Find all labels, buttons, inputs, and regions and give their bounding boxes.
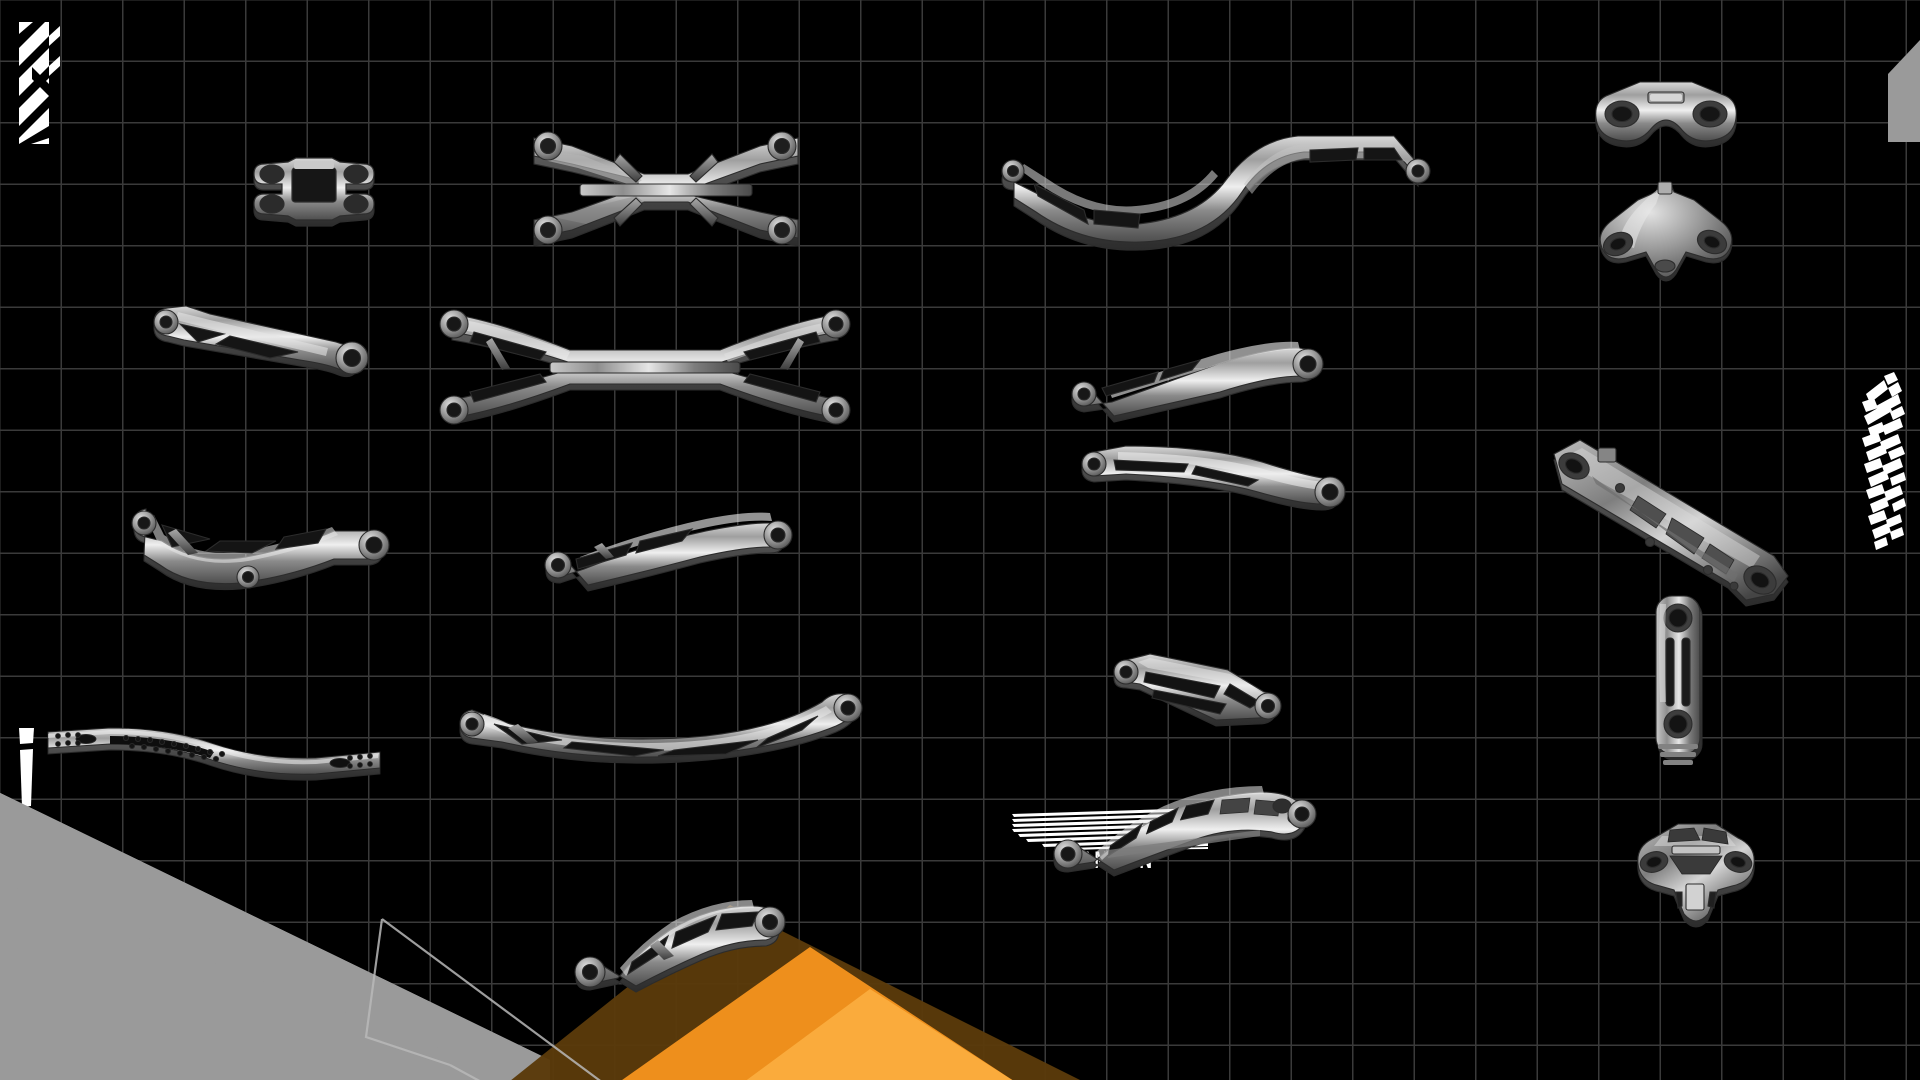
exclamation-mark xyxy=(19,728,34,807)
part-triangular-wishbone[interactable] xyxy=(128,485,398,595)
part-hourglass-chassis-brace[interactable] xyxy=(430,296,860,444)
part-long-curved-chassis-rail[interactable] xyxy=(458,693,868,778)
part-trapezoid-frame-link[interactable] xyxy=(1110,650,1290,750)
part-upper-control-arm[interactable] xyxy=(1068,336,1328,423)
part-saddle-clamp-bracket[interactable] xyxy=(1592,78,1740,156)
part-slotted-connector-rod[interactable] xyxy=(1650,592,1712,778)
part-diagonal-structural-arm[interactable] xyxy=(1548,439,1808,610)
chevron-stripe-mark xyxy=(19,22,60,144)
vertical-glyph-mark xyxy=(1862,372,1906,550)
part-ribbed-rocker-arm[interactable] xyxy=(1050,786,1320,880)
part-quad-lobe-mount-plate[interactable] xyxy=(1632,822,1760,938)
corner-wedge xyxy=(1888,40,1920,142)
part-s-curve-suspension-link[interactable] xyxy=(998,132,1438,260)
part-bearing-frame-block[interactable] xyxy=(248,148,380,240)
part-twisted-link-arm[interactable] xyxy=(540,505,800,592)
part-short-eyelet-arm[interactable] xyxy=(150,300,380,390)
part-x-truss-bracket[interactable] xyxy=(524,120,808,272)
part-dome-hub-mount[interactable] xyxy=(1590,181,1740,294)
diagonal-band xyxy=(0,792,550,1080)
part-perforated-twist-strip[interactable] xyxy=(47,722,381,782)
part-lower-control-arm[interactable] xyxy=(1078,440,1348,530)
part-bottom-rocker-link[interactable] xyxy=(570,900,800,993)
